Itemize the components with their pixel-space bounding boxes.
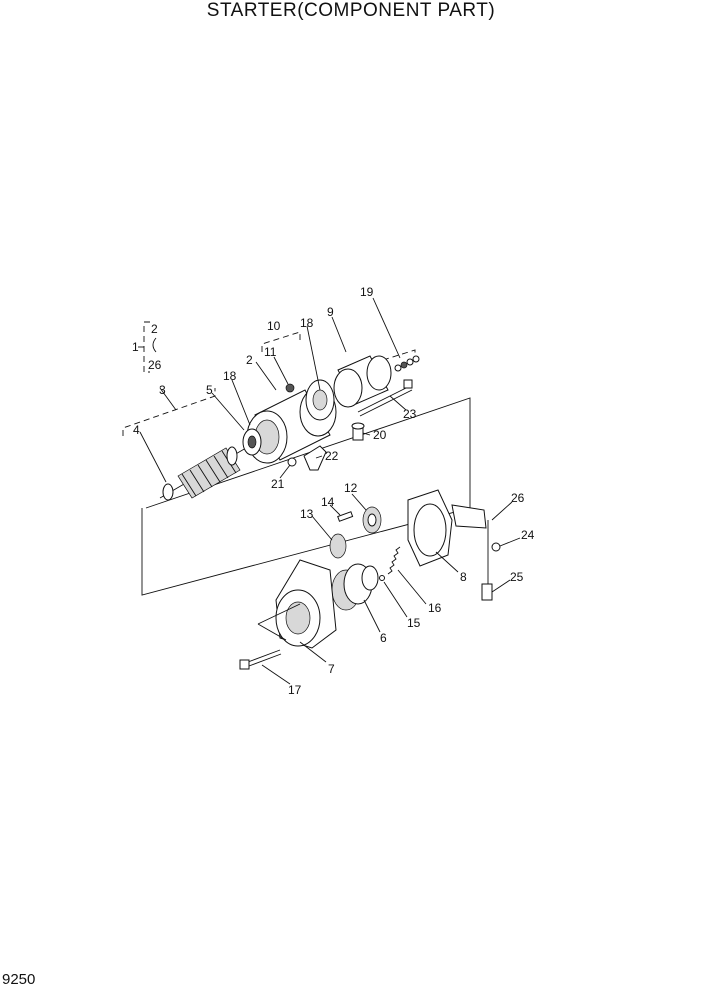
- callout-8: 8: [460, 570, 467, 584]
- callout-5: 5: [206, 383, 213, 397]
- callout-23: 23: [403, 407, 417, 421]
- callout-3: 3: [159, 383, 166, 397]
- brush-holder-part: [242, 428, 262, 456]
- callout-25: 25: [510, 570, 524, 584]
- callout-19: 19: [360, 285, 374, 299]
- group-bracket-19: [382, 349, 416, 361]
- callout-6: 6: [380, 631, 387, 645]
- callout-11: 11: [264, 345, 277, 359]
- callout-10: 10: [267, 319, 281, 333]
- callout-16: 16: [428, 601, 442, 615]
- housing-part: [407, 489, 487, 567]
- lever-part: [287, 445, 327, 471]
- callout-12: 12: [344, 481, 358, 495]
- callout-26a: 26: [148, 358, 162, 372]
- group-bracket-10: [261, 331, 301, 352]
- front-housing-part: [275, 559, 337, 649]
- callout-13: 13: [300, 507, 314, 521]
- callout-26b: 26: [511, 491, 525, 505]
- callout-18b: 18: [300, 316, 314, 330]
- group-bracket-3: [122, 388, 216, 436]
- page-title: STARTER(COMPONENT PART): [206, 0, 496, 21]
- callout-4: 4: [133, 423, 140, 437]
- spring-part: [379, 546, 401, 581]
- callout-20: 20: [373, 428, 387, 442]
- nut-set-part: [394, 355, 420, 372]
- callout-17: 17: [288, 683, 302, 697]
- callout-9: 9: [327, 305, 334, 319]
- terminal-lead-part: [481, 520, 501, 601]
- callout-18a: 18: [223, 369, 237, 383]
- callout-2b: 2: [246, 353, 253, 367]
- brush-plate-part: [285, 379, 335, 421]
- callout-14: 14: [321, 495, 335, 509]
- pinion-clutch-part: [331, 563, 379, 611]
- page-number: 9250: [2, 971, 36, 988]
- callout-2a: 2: [151, 322, 158, 336]
- callout-15: 15: [407, 616, 421, 630]
- through-bolt-part: [357, 379, 413, 417]
- callout-22: 22: [325, 449, 339, 463]
- long-bolt-part: [239, 649, 282, 670]
- screw-part: [351, 422, 365, 441]
- gear-set-part: [329, 506, 382, 559]
- callout-1: 1: [132, 340, 139, 354]
- callout-24: 24: [521, 528, 535, 542]
- callout-7: 7: [328, 662, 335, 676]
- armature-part: [159, 446, 247, 501]
- callout-21: 21: [271, 477, 285, 491]
- rear-cover-part: [333, 355, 392, 408]
